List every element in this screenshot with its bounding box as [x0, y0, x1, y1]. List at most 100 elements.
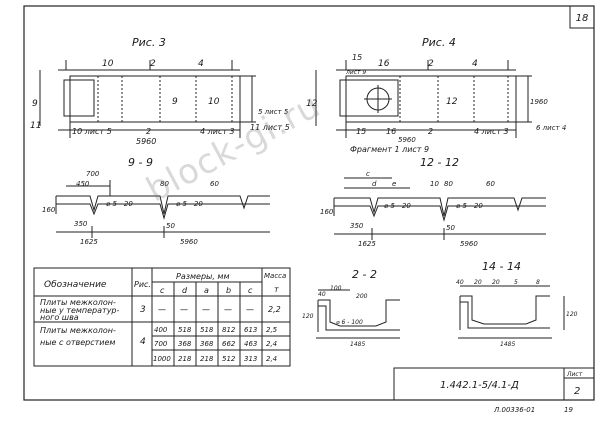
sec1414-bottom: 1485	[500, 341, 515, 348]
sec1212-bar-2: ⌀ 5 - 20	[456, 202, 483, 210]
fig3-overall: 5960	[136, 137, 156, 146]
sec1212-dim-d: d	[372, 180, 377, 188]
fig4-dim-top-3: 2	[428, 59, 434, 69]
sec1212-dim-c: c	[366, 170, 370, 178]
fig3-mark-4: 10	[208, 97, 220, 107]
table-sub-2: d	[182, 286, 188, 295]
sec99-profile	[55, 180, 270, 238]
table-row2c-v4: 512	[222, 355, 236, 363]
sec1212-profile	[333, 177, 546, 240]
table-sub-4: b	[226, 286, 231, 295]
sec1212-bottom-2: 1625	[358, 240, 376, 248]
page-number-box	[569, 5, 595, 29]
sec22-title: 2 - 2	[352, 268, 377, 281]
sec99-dim-2: 450	[76, 180, 90, 188]
table-row2a-v2: 518	[178, 326, 192, 334]
sec99-bottom-3: 50	[166, 222, 175, 230]
fig4-dim-bot-2: 16	[386, 127, 396, 136]
table-row2b-v2: 368	[178, 340, 192, 348]
sec22-dim-2: 100	[330, 285, 342, 292]
spec-table	[33, 267, 291, 367]
fig4-mark-3: 1960	[530, 98, 548, 106]
sec1212-bar-1: ⌀ 5 - 20	[384, 202, 411, 210]
table-sub-1: c	[160, 286, 165, 295]
title-block-list-number: 2	[574, 386, 580, 397]
fig3-note-right: 5 лист 5	[258, 108, 289, 116]
sec1414-dim-2: 20	[474, 279, 482, 286]
table-row2b-v5: 463	[244, 340, 257, 348]
sec22-bottom: 1485	[350, 341, 365, 348]
sec22-profile	[316, 289, 400, 339]
sec1414-dim-5: 8	[536, 279, 540, 286]
table-header-fig: Рис.	[134, 280, 151, 289]
fig4-overall: 5960	[398, 136, 416, 144]
table-sub-5: c	[248, 286, 253, 295]
table-row2c-v3: 218	[200, 355, 214, 363]
sheet-frame	[23, 5, 595, 401]
table-row2b-v1: 700	[154, 340, 168, 348]
sec22-dim-3: 200	[356, 293, 368, 300]
fig4-dim-top-2: 16	[378, 59, 390, 69]
table-row2b-v4: 662	[222, 340, 236, 348]
sec99-bottom-1: 350	[74, 220, 88, 228]
sec22-dim-4: 120	[302, 313, 314, 320]
sec22-bar: ⌀ 6 - 100	[336, 319, 363, 326]
sec1414-title: 14 - 14	[482, 260, 521, 273]
fig4-dim-top-4: 4	[472, 59, 478, 69]
sec1414-dim-3: 20	[492, 279, 500, 286]
sec99-bottom-4: 5960	[180, 238, 198, 246]
table-row2-name-2: ные с отверстием	[40, 338, 115, 347]
sec1212-bottom-3: 50	[446, 224, 455, 232]
fig3-mark-3: 9	[172, 97, 178, 107]
table-row2c-v5: 313	[244, 355, 257, 363]
sec1414-profile	[458, 285, 565, 339]
table-row1-v5: —	[246, 305, 254, 314]
table-row1-v3: —	[202, 305, 210, 314]
sec1212-dim-e: e	[392, 180, 396, 188]
table-row1-fig: 3	[140, 305, 146, 315]
fig4-title: Рис. 4	[422, 36, 456, 49]
fig3-dim-bot-2: 2	[146, 127, 151, 136]
fig4-dim-top-1: 15	[352, 53, 362, 62]
footer-num: 19	[564, 406, 573, 414]
fig4-note-right: 6 лист 4	[536, 124, 566, 132]
fig3-plan	[39, 60, 256, 138]
table-sub-3: a	[204, 286, 209, 295]
table-row1-v4: —	[224, 305, 232, 314]
sec22-dim-1: 40	[318, 291, 326, 298]
table-row1-name-1: Плиты межколон-	[40, 298, 116, 307]
fig4-mark-1: 12	[306, 99, 318, 109]
fig3-dim-top-2: 2	[150, 59, 156, 69]
fig3-mark-2: 11	[30, 121, 41, 131]
table-row2a-v1: 400	[154, 326, 168, 334]
table-row2-fig: 4	[140, 337, 146, 347]
fig4-dim-bot-4: 4 лист 3	[474, 127, 509, 136]
fig4-dim-bot-3: 2	[428, 127, 433, 136]
fig3-title: Рис. 3	[132, 36, 166, 49]
title-block-list-label: Лист	[566, 371, 583, 378]
sec99-left: 160	[42, 206, 56, 214]
sec99-dim-3: 80	[160, 180, 169, 188]
sec1414-right: 120	[566, 311, 578, 318]
sec1212-dim-80: 80	[444, 180, 453, 188]
sec1414-dim-1: 40	[456, 279, 464, 286]
title-block	[393, 367, 595, 401]
table-row2c-v1: 1000	[153, 355, 171, 363]
sec99-bar-1: ⌀ 5 - 20	[106, 200, 133, 208]
sec1212-dim-10: 10	[430, 180, 439, 188]
table-row2b-v3: 368	[200, 340, 214, 348]
table-row2a-mass: 2,5	[266, 326, 278, 334]
fig4-plan	[315, 60, 532, 138]
sec99-bottom-2: 1625	[80, 238, 98, 246]
table-row2c-mass: 2,4	[266, 355, 277, 363]
fig4-dim-bot-1: 15	[356, 127, 366, 136]
fig3-dim-bot-1: 10 лист 5	[72, 127, 112, 136]
fig4-mark-2: 12	[446, 97, 458, 107]
title-block-code: 1.442.1-5/4.1-Д	[440, 380, 519, 391]
table-row2a-v4: 812	[222, 326, 236, 334]
table-row2-name-1: Плиты межколон-	[40, 326, 116, 335]
table-row1-name-3: ного шва	[40, 313, 79, 322]
table-header-mass-unit: т	[274, 285, 279, 294]
table-header-mass: Масса	[264, 272, 286, 280]
